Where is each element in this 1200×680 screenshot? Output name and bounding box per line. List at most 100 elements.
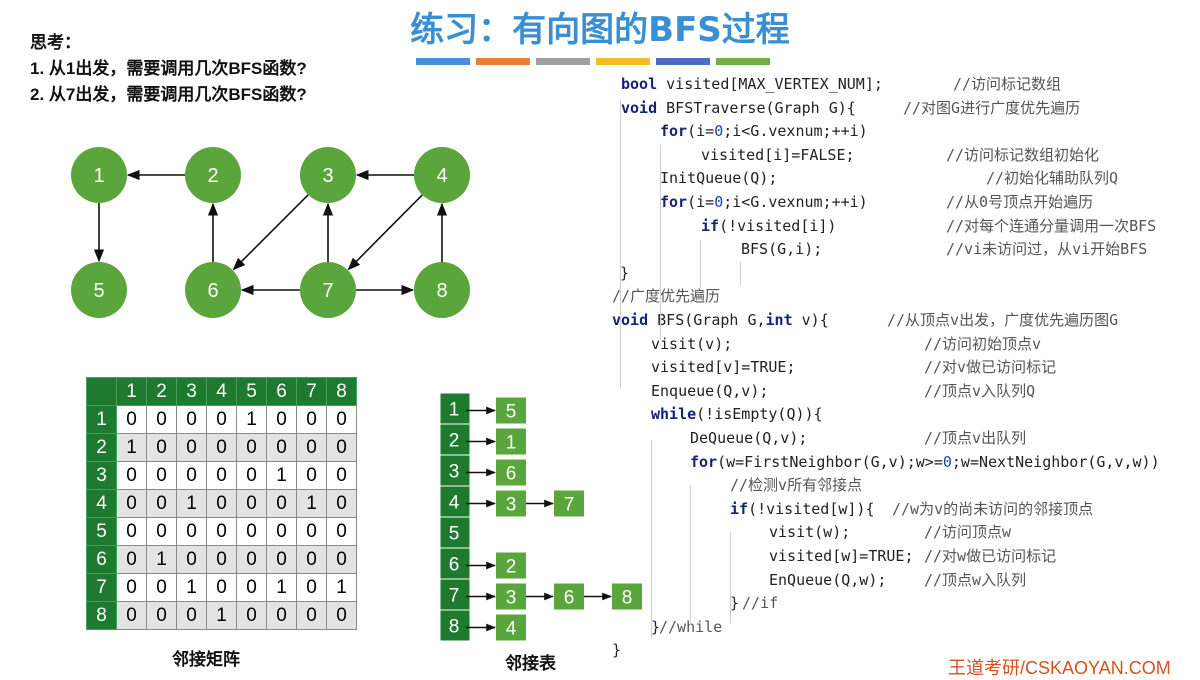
adj-head-cell — [439, 547, 471, 580]
matrix-row-header: 1 — [86, 405, 117, 434]
code-line: bool visited[MAX_VERTEX_NUM]; — [621, 73, 883, 95]
matrix-row-header: 8 — [86, 601, 117, 630]
code-line: Enqueue(Q,v); — [651, 380, 768, 402]
matrix-cell: 0 — [266, 517, 297, 546]
matrix-cell: 0 — [206, 545, 237, 574]
matrix-cell: 0 — [236, 461, 267, 490]
matrix-cell: 0 — [326, 489, 357, 518]
indent-guide — [660, 145, 661, 339]
code-token: if — [701, 216, 720, 235]
graph-node-label: 6 — [207, 280, 218, 302]
matrix-col-header: 8 — [326, 377, 357, 406]
code-line: } — [651, 616, 660, 638]
matrix-cell: 0 — [176, 601, 207, 630]
matrix-cell: 0 — [176, 517, 207, 546]
matrix-cell: 0 — [236, 433, 267, 462]
matrix-col-header: 6 — [266, 377, 297, 406]
code-line: for(i=0;i<G.vexnum;++i) — [660, 191, 868, 213]
matrix-cell: 0 — [146, 405, 177, 434]
adj-head-label: 3 — [449, 462, 460, 483]
matrix-row-header: 4 — [86, 489, 117, 518]
code-line: EnQueue(Q,w); — [769, 569, 886, 591]
code-token: } — [612, 641, 622, 660]
matrix-col-header: 3 — [176, 377, 207, 406]
matrix-row-header: 3 — [86, 461, 117, 490]
code-token: while — [651, 405, 697, 424]
code-comment: //访问初始顶点v — [924, 334, 1042, 353]
matrix-cell: 0 — [176, 405, 207, 434]
matrix-cell: 0 — [266, 489, 297, 518]
indent-guide — [740, 262, 741, 286]
code-token: 0 — [714, 122, 724, 141]
matrix-row-header: 6 — [86, 545, 117, 574]
matrix-cell: 0 — [206, 573, 237, 602]
matrix-col-header: 5 — [236, 377, 267, 406]
code-comment: //对w做已访问标记 — [924, 547, 1057, 565]
adj-list-node-label: 3 — [506, 588, 517, 609]
adj-list-node — [496, 583, 526, 610]
code-token: visit(v); — [651, 334, 733, 353]
matrix-cell: 0 — [146, 601, 177, 630]
matrix-cell: 0 — [326, 433, 357, 462]
matrix-cell: 0 — [206, 405, 237, 434]
matrix-cell: 0 — [206, 489, 237, 518]
graph-node-label: 3 — [322, 165, 333, 187]
code-token: for — [660, 122, 688, 141]
adj-list-node — [496, 459, 526, 486]
graph-node-6 — [185, 262, 241, 318]
code-token: for — [690, 452, 718, 471]
graph-node-4 — [414, 147, 470, 203]
matrix-cell: 0 — [206, 461, 237, 490]
matrix-cell: 0 — [266, 405, 297, 434]
adj-list-node — [496, 428, 526, 455]
matrix-cell: 0 — [236, 573, 267, 602]
matrix-cell: 0 — [266, 601, 297, 630]
adj-list-node-label: 1 — [506, 433, 517, 454]
code-token: } — [730, 594, 740, 613]
code-comment: //对图G进行广度优先遍历 — [903, 98, 1081, 117]
indent-guide — [620, 100, 621, 388]
matrix-cell: 1 — [206, 601, 237, 630]
matrix-cell: 1 — [176, 573, 207, 602]
code-token: void — [612, 311, 649, 329]
code-line: void BFS(Graph G,int v){ — [612, 309, 829, 331]
matrix-cell: 0 — [116, 517, 147, 546]
adj-head-label: 4 — [449, 493, 460, 514]
brand-watermark: 王道考研/CSKAOYAN.COM — [948, 658, 1171, 678]
code-comment: //访问顶点w — [924, 523, 1012, 542]
matrix-cell: 0 — [116, 545, 147, 574]
graph-node-1 — [71, 147, 127, 203]
code-comment: //广度优先遍历 — [612, 287, 721, 306]
code-token: (!isEmpty(Q)){ — [696, 405, 823, 424]
code-comment: //访问标记数组初始化 — [946, 145, 1100, 164]
matrix-cell: 1 — [296, 489, 327, 518]
matrix-cell: 0 — [116, 405, 147, 434]
adj-list-node — [612, 583, 642, 610]
matrix-cell: 0 — [296, 461, 327, 490]
slide-title: 练习：有向图的BFS过程 — [410, 10, 790, 50]
graph-node-label: 5 — [93, 280, 104, 302]
matrix-cell: 0 — [236, 545, 267, 574]
code-line: } — [730, 592, 739, 614]
code-line: while(!isEmpty(Q)){ — [651, 403, 823, 425]
graph-node-label: 4 — [436, 165, 447, 187]
matrix-corner — [86, 377, 117, 406]
code-line: visit(w); — [769, 521, 850, 543]
code-token: (i= — [687, 193, 715, 211]
matrix-cell: 1 — [146, 545, 177, 574]
matrix-cell: 1 — [236, 405, 267, 434]
matrix-cell: 0 — [236, 517, 267, 546]
matrix-cell: 0 — [326, 405, 357, 434]
matrix-cell: 1 — [176, 489, 207, 518]
matrix-cell: 0 — [326, 545, 357, 574]
code-token: EnQueue(Q,w); — [769, 570, 887, 589]
code-token: 0 — [714, 193, 724, 211]
code-line: } — [620, 262, 629, 284]
matrix-cell: 0 — [266, 545, 297, 574]
